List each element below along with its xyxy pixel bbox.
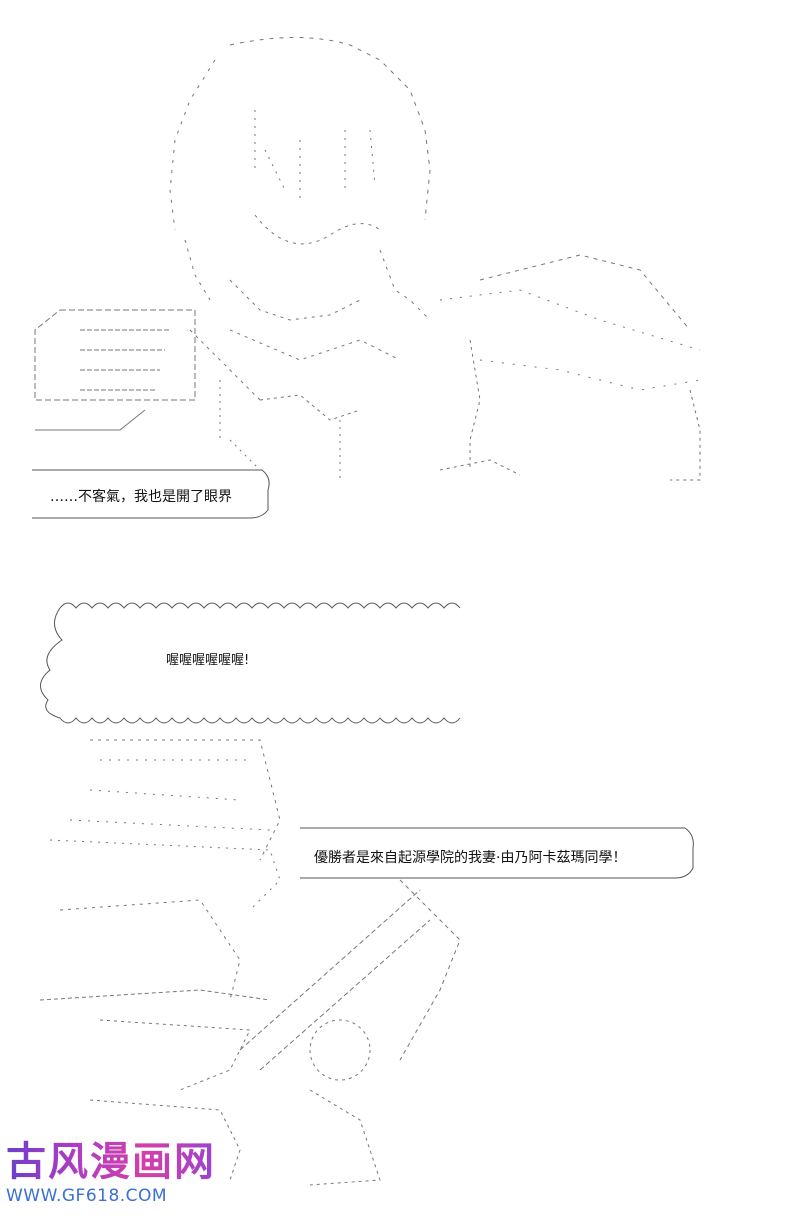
caption-box-3-outline [300,827,694,879]
caption-text-3: 優勝者是來自起源學院的我妻·由乃阿卡茲瑪同學！ [314,850,627,866]
character-torso-sketch [219,329,401,480]
exclamation-text: 喔喔喔喔喔喔! [166,653,250,668]
watermark-title: 古风漫画网 [6,1139,216,1185]
caption-text-1: ……不客氣，我也是開了眼界 [50,489,232,505]
character-left-arm-sketch [34,309,261,431]
site-watermark: 古风漫画网 WWW.GF618.COM [6,1140,216,1206]
character-right-arm-sketch [439,254,701,481]
scalloped-bubble-outline [40,602,461,724]
character-head-sketch [169,37,431,321]
watermark-url: WWW.GF618.COM [6,1186,168,1206]
character-bottom-sketch [39,739,461,1186]
caption-box-1-outline [32,469,270,519]
